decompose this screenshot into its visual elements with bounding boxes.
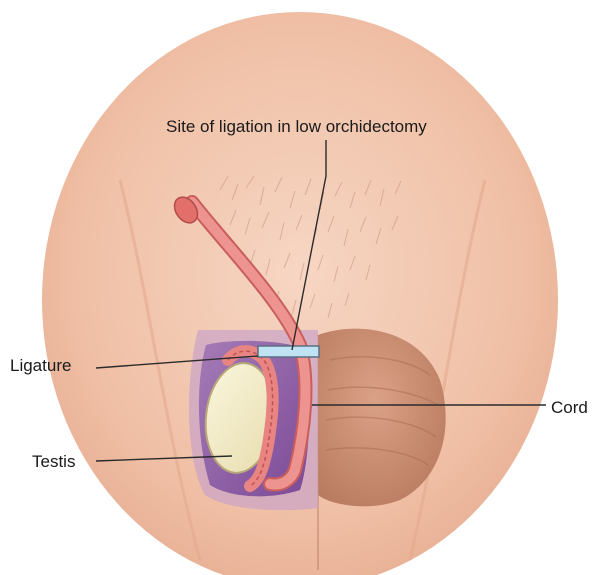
label-testis: Testis xyxy=(32,453,75,470)
ligature-bar xyxy=(258,346,319,357)
label-ligature: Ligature xyxy=(10,357,71,374)
label-cord: Cord xyxy=(551,399,588,416)
label-site-of-ligation: Site of ligation in low orchidectomy xyxy=(166,118,427,135)
